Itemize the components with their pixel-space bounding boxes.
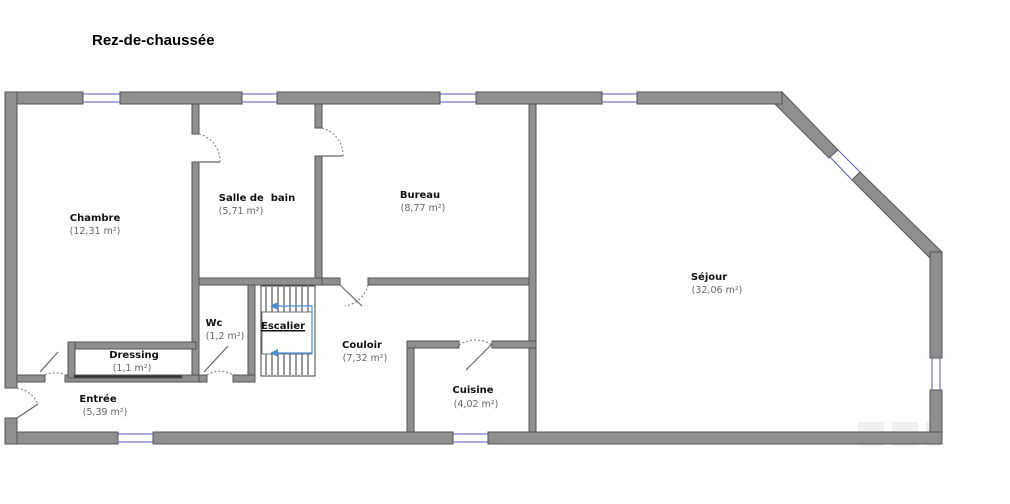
- room-name-entree: Entrée: [79, 393, 116, 405]
- plan-title: Rez-de-chaussée: [92, 32, 215, 49]
- room-area-entree: (5,39 m²): [83, 407, 128, 418]
- wall-left-1: [4, 91, 18, 389]
- door-wc-icon: [206, 370, 234, 376]
- door-couloir-icon: [344, 284, 369, 307]
- door-sdb-icon: [198, 133, 221, 163]
- room-name-couloir: Couloir: [342, 340, 382, 351]
- door-bureau-icon: [321, 127, 344, 157]
- room-name-dressing: Dressing: [109, 350, 159, 361]
- room-area-couloir: (7,32 m²): [343, 353, 388, 364]
- wall-angle-1: [773, 90, 839, 159]
- room-area-sejour: (32,06 m²): [692, 285, 743, 296]
- room-name-chambre: Chambre: [70, 213, 121, 224]
- wall-right-1: [929, 251, 943, 359]
- stair-arrow-icon: [270, 349, 278, 357]
- wall-top-2: [119, 91, 243, 105]
- wall-bottom-2: [152, 431, 454, 445]
- room-labels: Chambre (12,31 m²) Salle de bain (5,71 m…: [70, 190, 743, 418]
- doors: [16, 127, 493, 419]
- room-area-cuisine: (4,02 m²): [454, 399, 499, 410]
- room-name-wc: Wc: [206, 318, 223, 329]
- staircase: Escalier: [260, 285, 316, 377]
- door-entree-icon: [16, 387, 39, 405]
- door-chambre-icon: [44, 372, 66, 376]
- wall-left-2: [4, 417, 18, 445]
- window-angle: [837, 149, 861, 173]
- room-area-dressing: (1,1 m²): [113, 363, 152, 374]
- room-name-salle-de-bain: Salle de bain: [219, 193, 295, 204]
- room-name-cuisine: Cuisine: [452, 385, 493, 396]
- wall-top-5: [636, 91, 783, 105]
- room-area-bureau: (8,77 m²): [401, 203, 446, 214]
- wall-bottom-3: [487, 431, 943, 445]
- room-area-salle-de-bain: (5,71 m²): [219, 206, 264, 217]
- interior-walls: [16, 103, 537, 433]
- room-name-bureau: Bureau: [400, 190, 440, 201]
- wall-angle-2: [851, 171, 943, 259]
- stair-arrow-icon: [270, 302, 278, 310]
- stair-direction-line: [275, 305, 313, 354]
- wall-bottom-1: [4, 431, 119, 445]
- wall-top-4: [475, 91, 603, 105]
- stair-label: Escalier: [261, 321, 305, 332]
- wall-top-3: [276, 91, 441, 105]
- room-name-sejour: Séjour: [691, 271, 727, 283]
- room-area-chambre: (12,31 m²): [70, 226, 121, 237]
- room-area-wc: (1,2 m²): [206, 331, 245, 342]
- door-cuisine-icon: [458, 339, 493, 346]
- exterior-walls: [4, 90, 943, 445]
